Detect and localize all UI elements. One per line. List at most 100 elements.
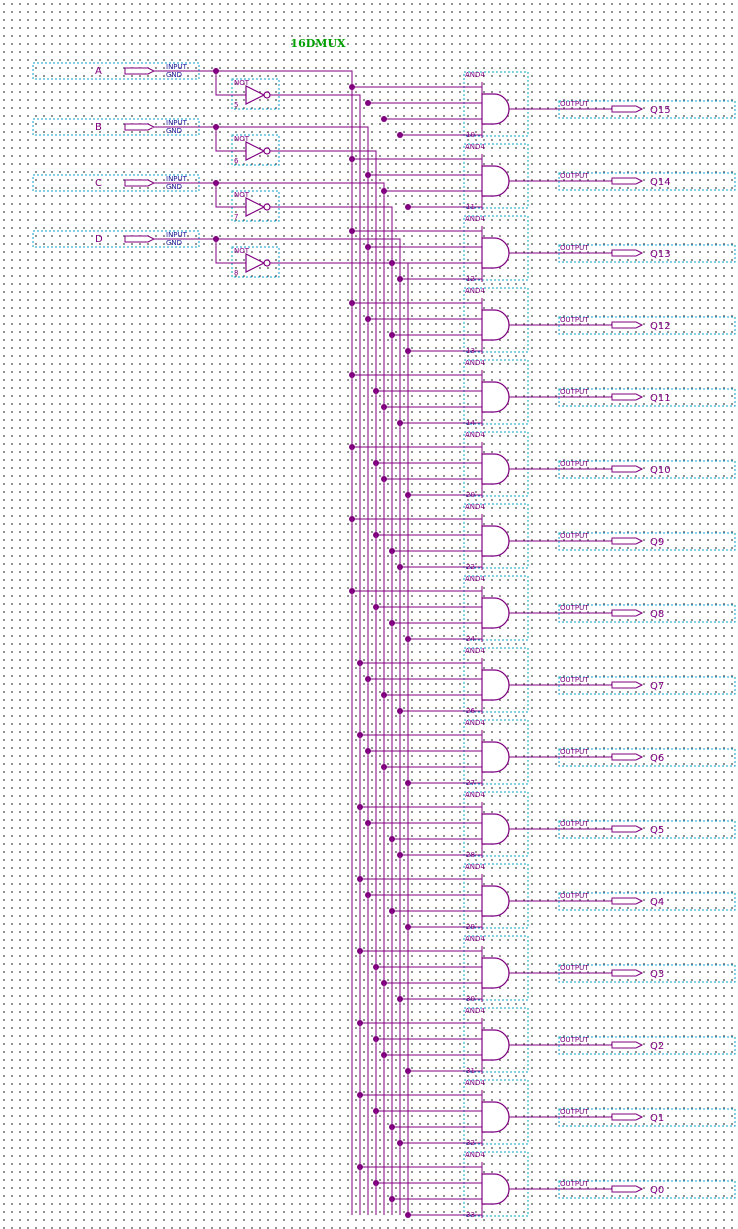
schematic-title: 16DMUX — [290, 37, 346, 50]
output-pin-name: Q8 — [650, 609, 664, 620]
and-gate-type-label: AND4 — [465, 215, 485, 223]
bus-rail-d — [216, 238, 401, 1215]
and-gate-body — [481, 237, 510, 269]
output-pin-name: Q15 — [650, 105, 671, 116]
inverter-bubble — [263, 259, 271, 267]
junction-dot — [389, 1124, 395, 1130]
bus-rail-a-not — [270, 94, 361, 1215]
junction-dot — [381, 980, 387, 986]
junction-dot — [389, 332, 395, 338]
output-pin-arrow — [611, 105, 644, 113]
input-type-label: INPUT — [166, 175, 188, 183]
output-type-label: OUTPUT — [560, 820, 589, 828]
and-gate-frame — [463, 1007, 529, 1073]
output-pin-name: Q9 — [650, 537, 664, 548]
and-gate-body — [481, 885, 510, 917]
junction-dot — [397, 132, 403, 138]
junction-dot — [349, 228, 355, 234]
output-pin-frame — [558, 820, 736, 839]
output-type-label: OUTPUT — [560, 244, 589, 252]
junction-dot — [373, 1108, 379, 1114]
junction-dot — [357, 732, 363, 738]
junction-dot — [405, 492, 411, 498]
output-pin-frame — [558, 532, 736, 551]
inverter-type-label: NOT — [234, 247, 250, 255]
junction-dot — [373, 604, 379, 610]
and-gate-type-label: AND4 — [465, 791, 485, 799]
output-pin-frame — [558, 316, 736, 335]
junction-dot — [373, 388, 379, 394]
output-pin-frame — [558, 1180, 736, 1199]
and-gate-frame — [463, 791, 529, 857]
output-type-label: OUTPUT — [560, 964, 589, 972]
junction-dot — [389, 548, 395, 554]
output-pin-name: Q12 — [650, 321, 671, 332]
output-pin-frame — [558, 676, 736, 695]
and-gate-frame — [463, 359, 529, 425]
output-type-label: OUTPUT — [560, 1180, 589, 1188]
and-gate-type-label: AND4 — [465, 575, 485, 583]
junction-dot — [405, 780, 411, 786]
output-type-label: OUTPUT — [560, 316, 589, 324]
output-pin-arrow — [611, 1113, 644, 1121]
output-pin-name: Q11 — [650, 393, 671, 404]
output-pin-name: Q14 — [650, 177, 671, 188]
and-gate-frame — [463, 1151, 529, 1217]
and-gate-body — [481, 957, 510, 989]
and-gate-body — [481, 1173, 510, 1205]
inverter-input-wire — [215, 183, 246, 208]
inverter-bubble — [263, 91, 271, 99]
input-pin-name: B — [95, 122, 102, 133]
output-pin-arrow — [611, 609, 644, 617]
bus-rail-c-not — [270, 206, 393, 1215]
input-pin-arrow — [124, 67, 156, 75]
junction-dot — [349, 300, 355, 306]
junction-dot — [365, 748, 371, 754]
and-gate-frame — [463, 431, 529, 497]
junction-dot — [405, 1068, 411, 1074]
junction-dot — [365, 892, 371, 898]
junction-dot — [357, 1092, 363, 1098]
inverter-frame — [231, 78, 280, 110]
inverter-input-wire — [215, 127, 246, 152]
and-gate-type-label: AND4 — [465, 935, 485, 943]
input-type-label: INPUT — [166, 63, 188, 71]
and-gate-body — [481, 597, 510, 629]
and-gate-type-label: AND4 — [465, 71, 485, 79]
output-pin-arrow — [611, 969, 644, 977]
output-pin-frame — [558, 388, 736, 407]
junction-dot — [381, 1052, 387, 1058]
output-type-label: OUTPUT — [560, 388, 589, 396]
inverter-number: 5 — [234, 101, 238, 109]
and-gate-body — [481, 309, 510, 341]
output-pin-frame — [558, 604, 736, 623]
output-pin-frame — [558, 1108, 736, 1127]
output-type-label: OUTPUT — [560, 100, 589, 108]
output-pin-name: Q3 — [650, 969, 664, 980]
and-gate-frame — [463, 503, 529, 569]
inverter-input-wire — [215, 71, 246, 96]
bus-rail-d-not — [270, 262, 409, 1215]
junction-dot — [365, 100, 371, 106]
input-type-label: INPUT — [166, 231, 188, 239]
output-pin-arrow — [611, 537, 644, 545]
bus-rail-b — [216, 126, 369, 1215]
junction-dot — [381, 116, 387, 122]
junction-dot — [405, 636, 411, 642]
junction-dot — [381, 404, 387, 410]
inverter-triangle — [245, 141, 266, 161]
output-pin-name: Q13 — [650, 249, 671, 260]
and-gate-type-label: AND4 — [465, 359, 485, 367]
output-type-label: OUTPUT — [560, 748, 589, 756]
junction-dot — [389, 620, 395, 626]
junction-dot — [381, 764, 387, 770]
inverter-frame — [231, 190, 280, 222]
output-pin-frame — [558, 244, 736, 263]
